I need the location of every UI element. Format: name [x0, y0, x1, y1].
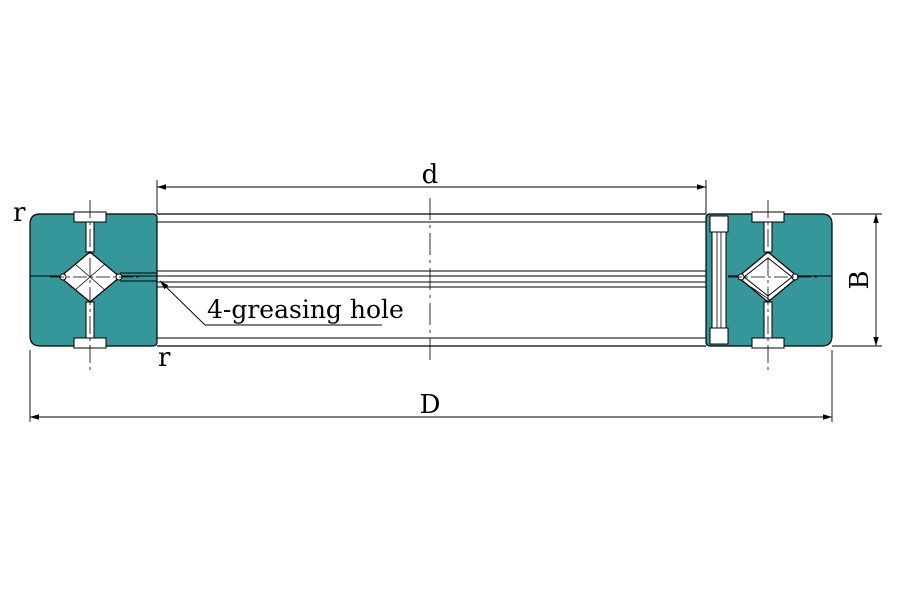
right-section — [705, 200, 833, 370]
label-r-bottom: r — [158, 343, 171, 373]
dimension-d: d — [156, 160, 707, 214]
label-B: B — [845, 270, 875, 289]
label-D: D — [420, 390, 441, 420]
bore-lines — [157, 198, 706, 362]
label-d: d — [422, 160, 439, 190]
dimension-D: D — [29, 350, 833, 422]
greasing-hole-note: 4-greasing hole — [207, 295, 404, 324]
label-r-top: r — [13, 198, 26, 228]
left-section — [29, 200, 158, 370]
greasing-hole-callout: 4-greasing hole — [159, 280, 404, 326]
dimension-B: B — [832, 213, 882, 347]
